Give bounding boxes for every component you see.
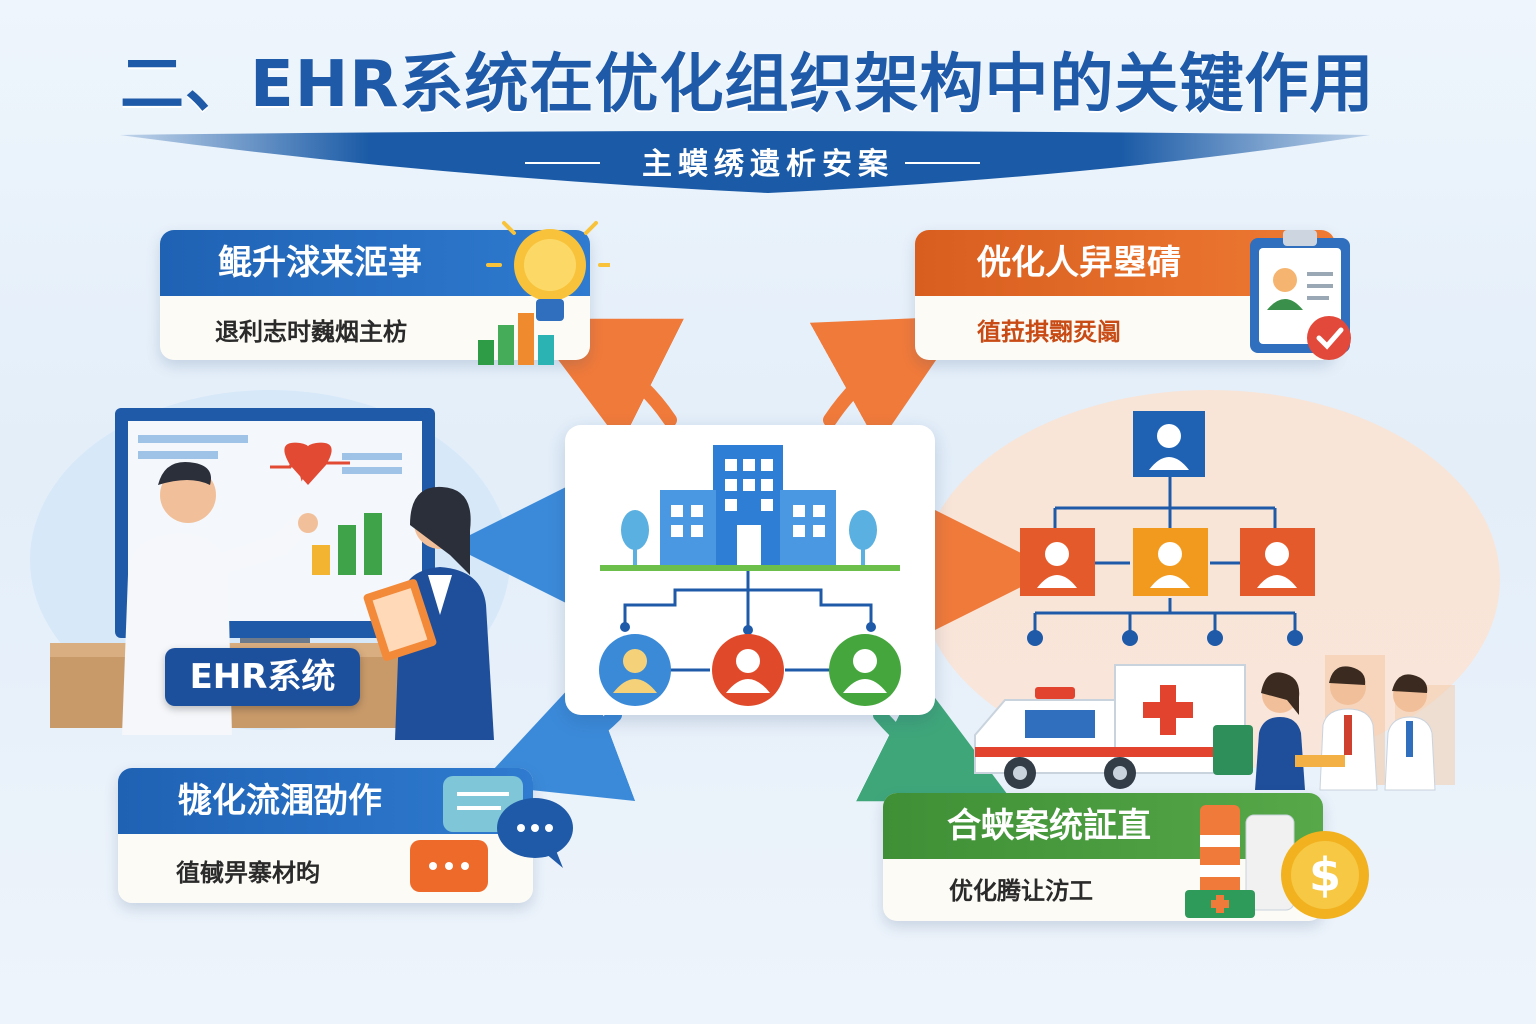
org-hierarchy-chart	[1020, 411, 1315, 646]
profile-clipboard-icon	[1250, 230, 1351, 360]
person-red-icon	[712, 634, 784, 706]
building-org-icon	[600, 445, 900, 571]
chat-bubbles-icon	[410, 776, 573, 892]
dept-head-icon-1	[1020, 528, 1095, 596]
dept-head-icon-3	[1240, 528, 1315, 596]
money-and-supplies-icon: $	[1185, 805, 1369, 919]
top-manager-icon	[1133, 411, 1205, 477]
ambulance-icon	[974, 664, 1246, 789]
card-bottom-right-subtext: 优化腾让汸工	[949, 877, 1093, 905]
person-gold-icon	[599, 634, 671, 706]
arrow-to-bottom-right	[856, 676, 1013, 802]
hospital-staff-illustration	[974, 655, 1455, 791]
svg-text:$: $	[1309, 848, 1341, 902]
arrow-to-top-left	[527, 318, 684, 444]
arrow-to-bottom-left	[479, 669, 636, 801]
lightbulb-icon	[478, 221, 610, 365]
ehr-system-badge: EHR系统	[165, 648, 360, 706]
arrow-to-top-right	[809, 315, 967, 446]
card-top-right-subtext: 徝菈掑翾烎阘	[977, 318, 1121, 346]
center-org-diagram	[599, 445, 901, 706]
medical-staff-group	[1255, 666, 1436, 791]
card-bottom-left-subtext: 徝戫畀寨材昀	[176, 859, 320, 887]
title-ribbon	[120, 131, 1370, 193]
card-top-left-subtext: 退利志时巍烟主枋	[215, 318, 407, 346]
page-title: 二、EHR系统在优化组织架构中的关键作用	[120, 48, 1375, 122]
dept-head-icon-2	[1133, 528, 1208, 596]
subtitle: 主蟆绣遗析安案	[642, 147, 894, 182]
person-green-icon	[829, 634, 901, 706]
